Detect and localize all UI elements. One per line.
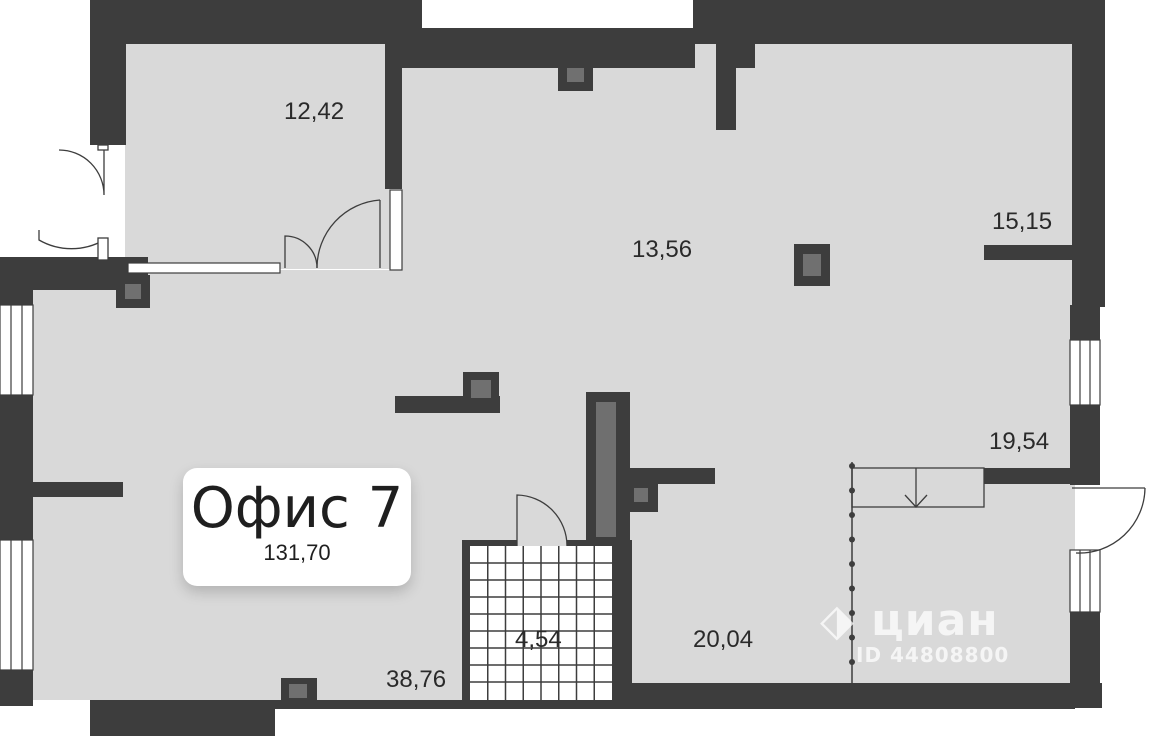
stair-marker (849, 659, 855, 665)
wall-details (596, 402, 616, 537)
columns (116, 63, 830, 704)
stair-marker (849, 634, 855, 641)
room-area-15-15: 15,15 (992, 208, 1052, 235)
stair-marker (849, 561, 855, 567)
room-area-13-56: 13,56 (632, 236, 692, 263)
cian-logo-text: циан (871, 595, 999, 646)
stair-marker (849, 683, 855, 690)
stair-marker (849, 512, 855, 518)
room-area-38-76: 38,76 (386, 666, 446, 693)
stairs (849, 462, 985, 690)
windows (0, 189, 1101, 671)
cian-marker-icon: ⬗ (820, 595, 855, 646)
stair-marker (849, 487, 855, 494)
walls (0, 0, 1105, 736)
room-area-20-04: 20,04 (693, 626, 753, 653)
office-total-area: 131,70 (263, 540, 331, 565)
listing-id: ID 44808800 (856, 643, 1010, 667)
room-labels: 12,42 13,56 15,15 19,54 38,76 4,54 20,04 (284, 98, 1052, 693)
bathroom-tiles (470, 546, 612, 700)
stair-marker (849, 610, 855, 616)
room-area-4-54: 4,54 (515, 626, 562, 653)
stair-marker (849, 463, 855, 469)
office-name: Офис 7 (190, 476, 404, 541)
cian-logo: ⬗ циан (820, 598, 1009, 644)
room-area-12-42: 12,42 (284, 98, 344, 125)
office-card: Офис 7 131,70 (183, 468, 411, 586)
stair-marker (849, 536, 855, 543)
room-area-19-54: 19,54 (989, 428, 1049, 455)
cian-watermark: ⬗ циан ID 44808800 (820, 598, 1010, 667)
stair-marker (849, 585, 855, 592)
doors (38, 144, 1146, 554)
